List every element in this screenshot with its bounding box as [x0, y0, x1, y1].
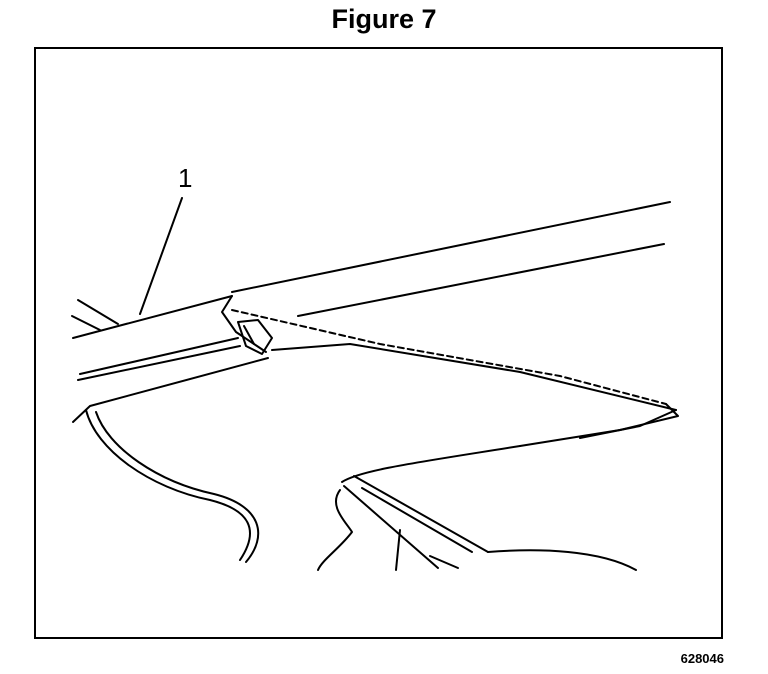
panel-dashed-edge: [231, 309, 667, 405]
rail-stub-bottom: [71, 315, 101, 331]
panel-end: [519, 403, 679, 447]
panel-top-edge: [231, 201, 671, 293]
lower-contour: [341, 445, 521, 483]
lower-frame-top: [353, 475, 489, 553]
cable-outer: [85, 409, 251, 561]
callout-1-label: 1: [178, 163, 193, 193]
rail-stub-top: [77, 299, 119, 325]
rail-inner-edge: [77, 345, 241, 381]
lower-frame-post: [395, 529, 401, 571]
lower-frame-left: [317, 489, 353, 571]
lower-frame-outer: [343, 485, 439, 569]
figure-id-number: 628046: [680, 651, 724, 666]
rail-top-edge: [72, 295, 233, 339]
rail-bottom-edge: [72, 357, 269, 423]
panel-lower-edge: [271, 343, 677, 411]
cable-inner: [95, 411, 260, 563]
lower-frame-inner: [361, 487, 473, 553]
panel-end-inner: [579, 409, 677, 439]
rail-end-cap: [221, 295, 267, 353]
rail-lower-edge: [79, 337, 239, 375]
callout-1-leader: [139, 197, 183, 315]
panel-second-edge: [297, 243, 665, 317]
lower-hand: [487, 549, 637, 571]
connector-clip: [237, 319, 273, 355]
connector-tab: [243, 325, 255, 345]
lower-hand-inner: [429, 555, 459, 569]
figure-title: Figure 7: [331, 4, 437, 34]
